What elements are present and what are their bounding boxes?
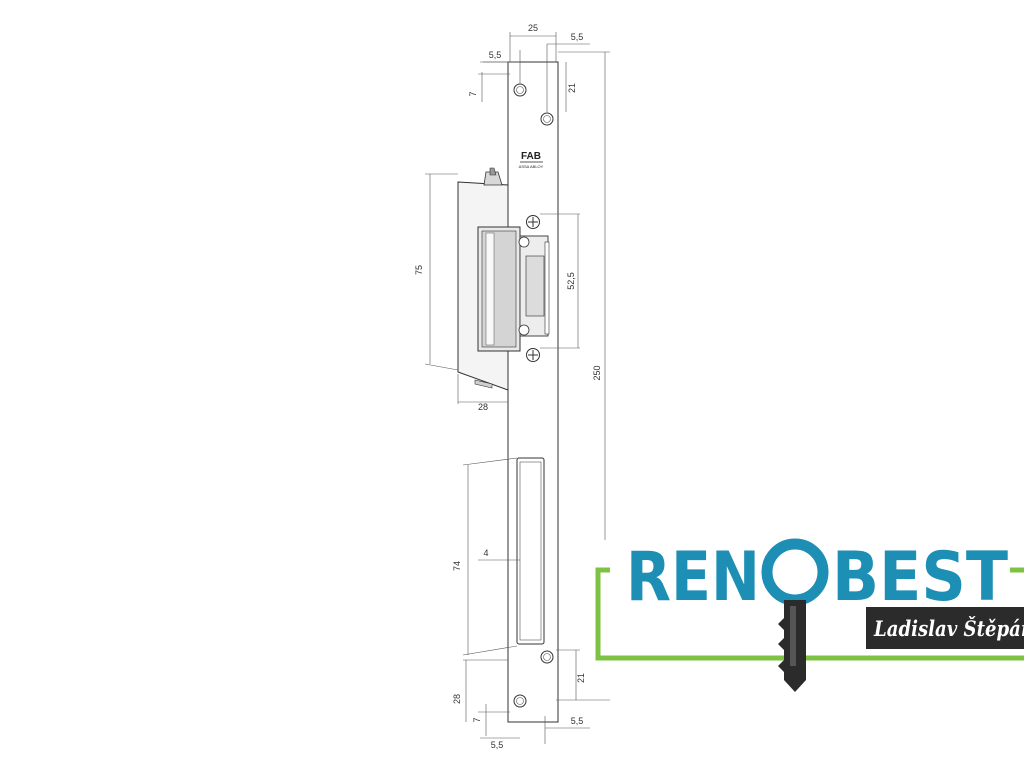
- electric-strike-body: [457, 167, 550, 391]
- dim-screw-spacing: 52,5: [566, 272, 576, 290]
- dim-top-width: 25: [528, 23, 538, 33]
- plate-subtext: ASSA ABLOY: [519, 164, 544, 169]
- screw-hole: [540, 650, 554, 664]
- dimension-lines: [424, 32, 610, 744]
- renobest-logo: REN BEST Ladislav Štěpán: [595, 538, 1024, 692]
- strike-plate: FAB ASSA ABLOY: [507, 61, 559, 723]
- bottom-screw: [526, 348, 540, 362]
- dim-top-right-offset: 5,5: [571, 32, 584, 42]
- dimension-labels: 25 5,5 5,5 7 21 75 52,5 250 28 4 74 21 2…: [414, 23, 602, 750]
- plate-brand-mark: FAB: [521, 151, 541, 162]
- dim-top-hole-spacing: 21: [567, 83, 577, 93]
- dim-latch-height: 75: [414, 265, 424, 275]
- dim-latch-depth: 28: [478, 402, 488, 412]
- dim-bottom-right-offset: 5,5: [571, 716, 584, 726]
- dim-total-height: 250: [592, 365, 602, 380]
- logo-left-word: REN: [626, 538, 760, 617]
- key-icon: [761, 538, 829, 692]
- dim-bottom-hole-vertical: 7: [472, 717, 482, 722]
- top-screw: [526, 215, 540, 229]
- screw-hole: [513, 83, 527, 97]
- dim-bottom-left-offset: 5,5: [491, 740, 504, 750]
- dim-slot-width: 4: [483, 548, 488, 558]
- dim-bottom-slot-offset: 28: [452, 694, 462, 704]
- screw-hole: [540, 112, 554, 126]
- logo-right-word: BEST: [832, 538, 1009, 617]
- dim-top-hole-vertical: 7: [468, 91, 478, 96]
- dim-bottom-hole-spacing: 21: [576, 673, 586, 683]
- owner-name-badge: Ladislav Štěpán: [866, 607, 1024, 649]
- dim-slot-length: 74: [452, 561, 462, 571]
- dim-top-left-offset: 5,5: [489, 50, 502, 60]
- logo-accent-frame: [595, 567, 1024, 661]
- screw-hole: [513, 694, 527, 708]
- latch-slot: [516, 457, 545, 645]
- owner-name: Ladislav Štěpán: [873, 616, 1024, 641]
